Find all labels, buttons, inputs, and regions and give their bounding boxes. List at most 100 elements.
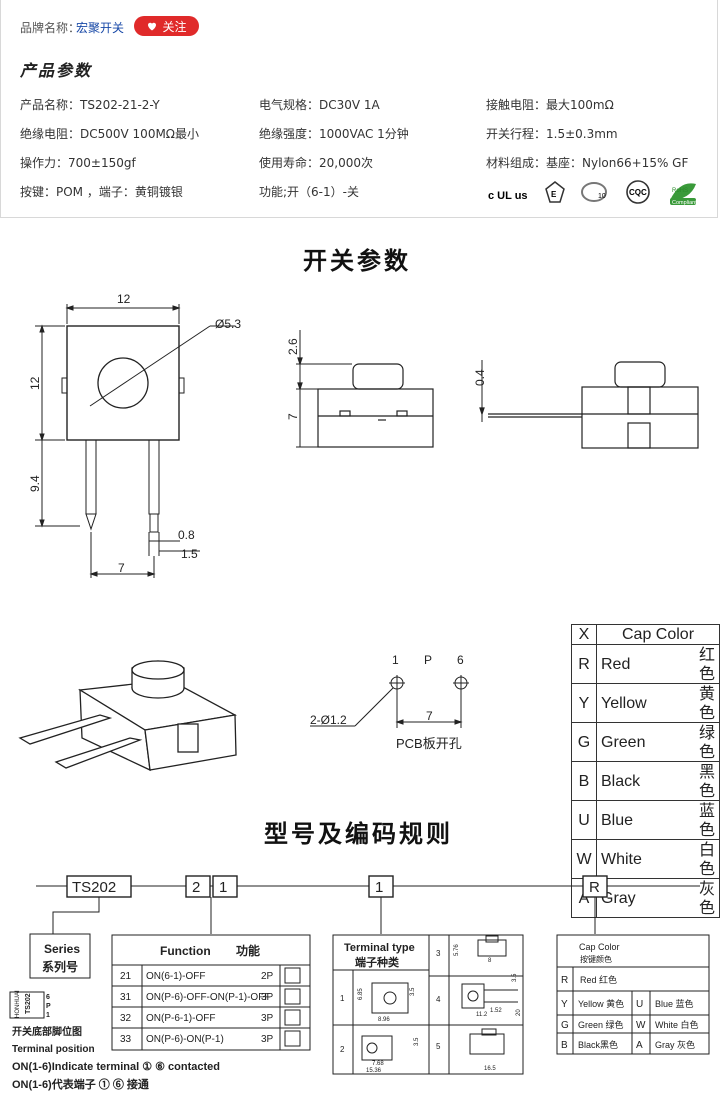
param-cell: 操作力：700±150gf xyxy=(20,156,136,170)
svg-text:White 白色: White 白色 xyxy=(655,1019,699,1030)
model-coding-title: 型号及编码规则 xyxy=(264,820,453,848)
brand-link[interactable]: 宏聚开关 xyxy=(76,21,125,35)
svg-text:6: 6 xyxy=(46,994,50,1001)
svg-text:3P: 3P xyxy=(261,1034,274,1045)
pcb-pin-6: 6 xyxy=(457,653,464,667)
svg-text:ON(P-6-1)-OFF: ON(P-6-1)-OFF xyxy=(146,1013,215,1024)
terminal-header-cn: 端子种类 xyxy=(355,955,400,969)
svg-text:Blue 蓝色: Blue 蓝色 xyxy=(655,998,694,1009)
svg-text:5: 5 xyxy=(436,1042,441,1051)
svg-text:10: 10 xyxy=(598,193,606,200)
svg-text:33: 33 xyxy=(120,1034,132,1045)
switch-params-title: 开关参数 xyxy=(303,247,411,275)
param-cell: 开关行程：1.5±0.3mm xyxy=(486,127,618,141)
dim-width-12: 12 xyxy=(117,292,131,306)
svg-text:3.5: 3.5 xyxy=(410,987,416,996)
svg-text:Compliant: Compliant xyxy=(672,200,697,206)
function-header-cn: 功能 xyxy=(236,943,260,958)
terminal-position-en: Terminal position xyxy=(12,1044,95,1055)
product-params-title: 产品参数 xyxy=(20,61,93,80)
svg-text:20: 20 xyxy=(516,1009,522,1016)
dim-pin-tip: 1.5 xyxy=(181,547,198,561)
svg-text:A: A xyxy=(636,1040,643,1051)
svg-text:11.2: 11.2 xyxy=(476,1012,488,1018)
terminal-position-cn: 开关底部脚位图 xyxy=(12,1025,82,1038)
svg-text:3.5: 3.5 xyxy=(512,973,518,982)
svg-text:ON(6-1)-OFF: ON(6-1)-OFF xyxy=(146,971,205,982)
svg-text:2P: 2P xyxy=(261,971,274,982)
terminal-note-cn: ON(1-6)代表端子 ① ⑥ 接通 xyxy=(12,1077,149,1091)
param-cell: 材料组成：基座：Nylon66+15% GF xyxy=(486,156,689,170)
model-coding-diagram: TS202 2 1 1 R Series 系列号 Function 功能 21 … xyxy=(9,875,710,1091)
svg-text:ON(P-6)-OFF-ON(P-1)-OFF: ON(P-6)-OFF-ON(P-1)-OFF xyxy=(146,992,270,1003)
svg-text:1: 1 xyxy=(340,994,345,1003)
svg-text:B: B xyxy=(561,1040,568,1051)
svg-text:31: 31 xyxy=(120,992,132,1003)
terminal-note-en: ON(1-6)Indicate terminal ① ⑥ contacted xyxy=(12,1061,220,1073)
dim-diameter: Ø5.3 xyxy=(215,317,241,331)
cqc-logo: CQC xyxy=(626,180,650,204)
brand-label: 品牌名称： xyxy=(20,21,81,35)
certification-logos: c UL us E 10 CQC RoHS Compliant xyxy=(488,180,697,206)
svg-text:7.68: 7.68 xyxy=(372,1061,384,1067)
param-cell: 绝缘电阻：DC500V 100MΩ最小 xyxy=(20,127,199,141)
svg-text:4: 4 xyxy=(436,995,441,1004)
svg-text:15.36: 15.36 xyxy=(366,1068,382,1074)
chip-model: TS202 xyxy=(25,993,32,1014)
svg-text:E: E xyxy=(551,190,557,199)
svg-text:8.96: 8.96 xyxy=(378,1017,390,1023)
svg-text:3P: 3P xyxy=(261,1013,274,1024)
svg-text:6.85: 6.85 xyxy=(358,988,364,1000)
ccc10-logo: 10 xyxy=(581,182,607,202)
code-digit-2: 1 xyxy=(219,879,227,896)
series-en: Series xyxy=(44,942,80,956)
top-view-drawing: 12 Ø5.3 12 9.4 0.8 1.5 7 xyxy=(28,292,241,578)
code-digit-3: 1 xyxy=(375,879,383,896)
dim-pin-pitch: 7 xyxy=(118,561,125,575)
cap-small-header-cn: 按键颜色 xyxy=(580,954,612,964)
rohs-logo: RoHS Compliant xyxy=(670,183,697,206)
param-cell: 绝缘强度：1000VAC 1分钟 xyxy=(259,127,409,141)
svg-text:ON(P-6)-ON(P-1): ON(P-6)-ON(P-1) xyxy=(146,1034,224,1045)
svg-text:1: 1 xyxy=(46,1012,50,1019)
svg-text:P: P xyxy=(46,1003,51,1010)
svg-text:W: W xyxy=(636,1020,646,1031)
pcb-hole-layout: 1 P 6 2-Ø1.2 7 PCB板开孔 xyxy=(310,653,469,751)
svg-text:Red 红色: Red 红色 xyxy=(580,974,617,985)
param-cell: 产品名称：TS202-21-2-Y xyxy=(20,98,160,112)
dim-pin-length: 9.4 xyxy=(28,475,42,492)
pcb-pitch-dim: 7 xyxy=(426,709,433,723)
svg-text:c UL us: c UL us xyxy=(488,190,528,202)
chip-brand: HONHUAI xyxy=(15,990,21,1018)
code-base: TS202 xyxy=(72,879,116,896)
svg-text:Black黑色: Black黑色 xyxy=(578,1039,618,1050)
param-cell: 接触电阻：最大100mΩ xyxy=(486,98,614,112)
svg-text:Y: Y xyxy=(561,999,568,1010)
dim-terminal-thickness: 0.4 xyxy=(473,369,487,386)
svg-text:CQC: CQC xyxy=(629,188,647,197)
param-cell: 按键：POM ，端子：黄铜镀银 xyxy=(20,185,183,199)
emark-logo: E xyxy=(545,181,565,203)
svg-text:R: R xyxy=(561,975,568,986)
svg-text:32: 32 xyxy=(120,1013,132,1024)
svg-text:RoHS: RoHS xyxy=(672,188,688,194)
follow-button[interactable]: 关注 xyxy=(134,16,199,36)
front-view-drawing: 0.4 xyxy=(473,360,699,449)
svg-text:21: 21 xyxy=(120,971,132,982)
param-cell: 电气规格：DC30V 1A xyxy=(259,98,380,112)
svg-text:5.76: 5.76 xyxy=(454,944,460,956)
svg-text:8: 8 xyxy=(488,958,492,964)
pcb-hole-dim: 2-Ø1.2 xyxy=(310,713,347,727)
svg-text:1.52: 1.52 xyxy=(490,1008,502,1014)
svg-text:Green 绿色: Green 绿色 xyxy=(578,1019,624,1030)
pcb-pin-p: P xyxy=(424,653,432,667)
svg-text:3.5: 3.5 xyxy=(414,1037,420,1046)
switch-3d-illustration xyxy=(18,660,237,772)
dim-height-12: 12 xyxy=(28,376,42,390)
function-header-en: Function xyxy=(160,944,211,958)
